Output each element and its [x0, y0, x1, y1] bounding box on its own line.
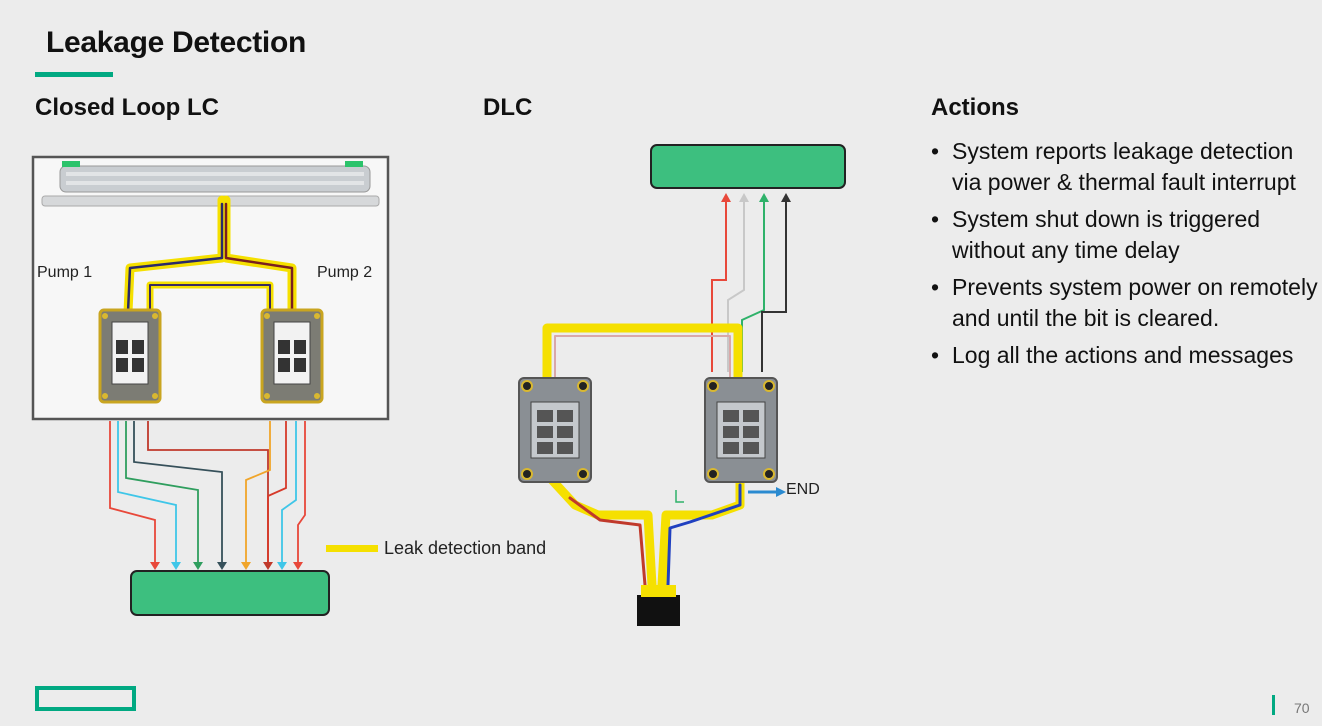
- leak-sensor-connector: [637, 595, 680, 626]
- page-divider: [1272, 695, 1275, 715]
- actions-list: System reports leakage detection via pow…: [931, 136, 1321, 377]
- sensor-wires: [109, 421, 306, 566]
- dlc-signal-wires: [711, 198, 787, 372]
- legend-swatch: [326, 545, 378, 552]
- brand-logo: [35, 686, 136, 711]
- pump-1: [98, 308, 162, 404]
- coolant-tubes: [123, 195, 297, 317]
- wire-arrowheads: [150, 562, 303, 570]
- closed-loop-diagram: [31, 155, 390, 616]
- pump-2-label: Pump 2: [317, 264, 373, 281]
- end-arrowhead: [776, 487, 786, 497]
- action-item: Log all the actions and messages: [931, 340, 1321, 371]
- dlc-heading: DLC: [483, 94, 533, 121]
- action-item: System shut down is triggered without an…: [931, 204, 1321, 266]
- slide-title: Leakage Detection: [46, 26, 306, 59]
- dlc-arrowheads: [721, 193, 791, 202]
- pump-1-label: Pump 1: [37, 264, 93, 281]
- title-underline: [35, 72, 113, 77]
- action-item: Prevents system power on remotely and un…: [931, 272, 1321, 334]
- dlc-diagram: [518, 144, 846, 626]
- action-item: System reports leakage detection via pow…: [931, 136, 1321, 198]
- pump-2: [260, 308, 324, 404]
- dlc-board: [650, 144, 846, 189]
- end-label: END: [786, 481, 820, 498]
- radiator: [41, 161, 380, 207]
- closed-loop-heading: Closed Loop LC: [35, 94, 219, 121]
- page-number: 70: [1294, 700, 1310, 716]
- dlc-leak-band: [542, 323, 745, 590]
- actions-heading: Actions: [931, 94, 1020, 121]
- cold-plate-left: [518, 377, 592, 483]
- cold-plate-right: [704, 377, 778, 483]
- legend-label: Leak detection band: [384, 538, 547, 558]
- closed-loop-board: [130, 570, 330, 616]
